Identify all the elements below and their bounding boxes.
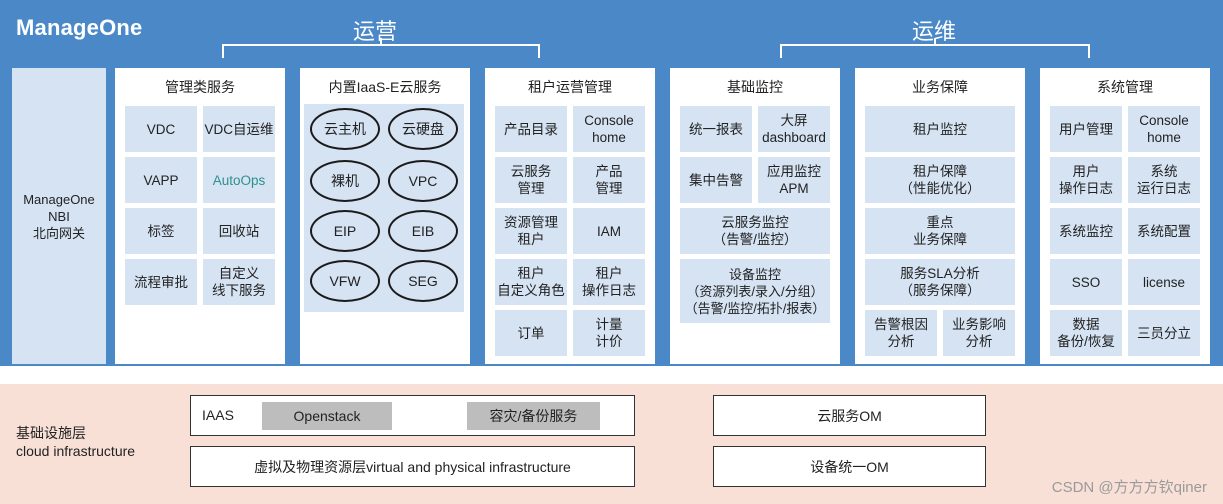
assurance-cell: 租户监控 — [865, 106, 1015, 152]
tenant-cell: IAM — [573, 208, 645, 254]
panel-title: 内置IaaS-E云服务 — [328, 79, 442, 95]
system-cell: Console home — [1128, 106, 1200, 152]
panel-management-services: 管理类服务 VDC VDC自运维 VAPP AutoOps 标签 回收站 流程审… — [115, 68, 285, 364]
system-cell: license — [1128, 259, 1200, 305]
iaas-services-area: 云主机 云硬盘 裸机 VPC EIP EIB VFW SEG — [304, 104, 464, 312]
panel-title: 系统管理 — [1097, 79, 1153, 95]
nbi-line-1: ManageOne — [23, 191, 95, 207]
openstack-block: Openstack — [262, 402, 392, 430]
infrastructure-label-en: cloud infrastructure — [16, 443, 136, 459]
nbi-line-2: NBI — [48, 208, 70, 224]
maintenance-bracket-stem — [934, 38, 936, 45]
operations-bracket — [222, 44, 540, 58]
assurance-cell: 告警根因 分析 — [865, 310, 937, 356]
operations-bracket-stem — [380, 38, 382, 45]
monitor-cell-device: 设备监控 （资源列表/录入/分组） （告警/监控/拓扑/报表） — [680, 259, 830, 323]
iaas-service-ellipse: VFW — [310, 260, 380, 302]
iaas-label: IAAS — [202, 407, 234, 423]
infrastructure-label: 基础设施层 cloud infrastructure — [16, 424, 135, 460]
assurance-cell: 服务SLA分析 （服务保障） — [865, 259, 1015, 305]
service-cell: 回收站 — [203, 208, 275, 254]
panel-basic-monitoring: 基础监控 统一报表 大屏 dashboard 集中告警 应用监控 APM 云服务… — [670, 68, 840, 364]
system-cell: 三员分立 — [1128, 310, 1200, 356]
service-cell: 流程审批 — [125, 259, 197, 305]
tenant-cell: 资源管理 租户 — [495, 208, 567, 254]
service-cell-autoops: AutoOps — [203, 157, 275, 203]
monitor-cell: 统一报表 — [680, 106, 752, 152]
assurance-cell: 业务影响 分析 — [943, 310, 1015, 356]
tenant-cell: 租户 自定义角色 — [495, 259, 567, 305]
tenant-cell: 计量 计价 — [573, 310, 645, 356]
tenant-cell: 产品目录 — [495, 106, 567, 152]
section-operations-title: 运营 — [352, 19, 397, 44]
iaas-service-ellipse: EIB — [388, 210, 458, 252]
monitor-cell: 集中告警 — [680, 157, 752, 203]
watermark-text: CSDN @方方方钦qiner — [1051, 479, 1207, 496]
assurance-cell: 重点 业务保障 — [865, 208, 1015, 254]
monitor-cell-wide: 云服务监控 （告警/监控） — [680, 208, 830, 254]
tenant-cell: 云服务 管理 — [495, 157, 567, 203]
panel-title: 租户运营管理 — [528, 79, 612, 95]
panel-title: 业务保障 — [912, 79, 968, 95]
system-cell: 系统 运行日志 — [1128, 157, 1200, 203]
system-cell: 系统监控 — [1050, 208, 1122, 254]
panel-title: 基础监控 — [727, 79, 783, 95]
virtual-physical-resource-box: 虚拟及物理资源层virtual and physical infrastruct… — [190, 446, 635, 487]
service-cell: 自定义 线下服务 — [203, 259, 275, 305]
system-cell: SSO — [1050, 259, 1122, 305]
tenant-cell: 订单 — [495, 310, 567, 356]
nbi-gateway: ManageOne NBI 北向网关 — [12, 68, 106, 364]
iaas-service-ellipse: 云硬盘 — [388, 108, 458, 150]
tenant-cell: Console home — [573, 106, 645, 152]
service-cell: 标签 — [125, 208, 197, 254]
monitor-cell: 大屏 dashboard — [758, 106, 830, 152]
iaas-service-ellipse: EIP — [310, 210, 380, 252]
panel-system-management: 系统管理 用户管理 Console home 用户 操作日志 系统 运行日志 系… — [1040, 68, 1210, 364]
tenant-cell: 租户 操作日志 — [573, 259, 645, 305]
maintenance-bracket — [780, 44, 1090, 58]
service-cell: VDC自运维 — [203, 106, 275, 152]
infrastructure-label-cn: 基础设施层 — [16, 425, 86, 441]
service-cell: VDC — [125, 106, 197, 152]
cloud-service-om-box: 云服务OM — [713, 395, 986, 436]
iaas-service-ellipse: 云主机 — [310, 108, 380, 150]
tenant-cell: 产品 管理 — [573, 157, 645, 203]
iaas-service-ellipse: 裸机 — [310, 160, 380, 202]
system-cell: 用户管理 — [1050, 106, 1122, 152]
device-unified-om-box: 设备统一OM — [713, 446, 986, 487]
system-cell: 用户 操作日志 — [1050, 157, 1122, 203]
product-title: ManageOne — [16, 15, 143, 40]
panel-tenant-operations: 租户运营管理 产品目录 Console home 云服务 管理 产品 管理 资源… — [485, 68, 655, 364]
disaster-recovery-block: 容灾/备份服务 — [467, 402, 600, 430]
service-cell: VAPP — [125, 157, 197, 203]
system-cell: 系统配置 — [1128, 208, 1200, 254]
iaas-service-ellipse: SEG — [388, 260, 458, 302]
nbi-line-3: 北向网关 — [32, 225, 85, 241]
monitor-cell: 应用监控 APM — [758, 157, 830, 203]
section-maintenance-title: 运维 — [911, 19, 956, 44]
panel-title: 管理类服务 — [165, 79, 235, 95]
iaas-service-ellipse: VPC — [388, 160, 458, 202]
assurance-cell: 租户保障 （性能优化） — [865, 157, 1015, 203]
system-cell: 数据 备份/恢复 — [1050, 310, 1122, 356]
panel-business-assurance: 业务保障 租户监控 租户保障 （性能优化） 重点 业务保障 服务SLA分析 （服… — [855, 68, 1025, 364]
